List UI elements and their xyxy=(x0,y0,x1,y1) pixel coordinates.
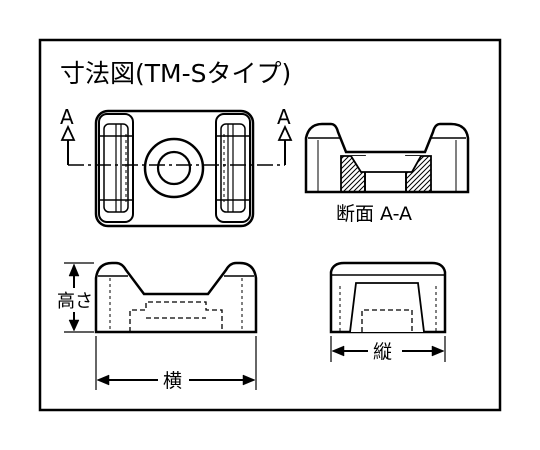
side-view xyxy=(329,261,447,334)
width-label: 横 xyxy=(163,370,182,392)
front-view-body xyxy=(94,261,258,334)
section-marker-left-label: A xyxy=(60,105,74,129)
section-marker-left xyxy=(60,124,76,165)
section-view xyxy=(304,122,470,194)
front-view xyxy=(94,261,258,334)
top-view-hole-inner xyxy=(156,150,192,186)
section-marker-right xyxy=(277,124,293,165)
top-view-right-ear xyxy=(215,113,251,223)
width-dimension xyxy=(95,336,257,390)
top-view xyxy=(68,109,285,228)
side-view-slot xyxy=(349,282,425,333)
depth-dimension xyxy=(330,336,446,362)
section-caption: 断面 A-A xyxy=(336,203,412,225)
drawing-title: 寸法図(TM-Sタイプ) xyxy=(60,59,291,88)
section-marker-right-label: A xyxy=(277,105,291,129)
front-view-hidden-hole xyxy=(129,301,223,332)
depth-label: 縦 xyxy=(373,341,392,363)
top-view-left-ear xyxy=(98,113,134,223)
height-label: 高さ xyxy=(57,291,93,312)
height-dimension xyxy=(64,262,94,333)
drawing-border xyxy=(38,38,502,412)
